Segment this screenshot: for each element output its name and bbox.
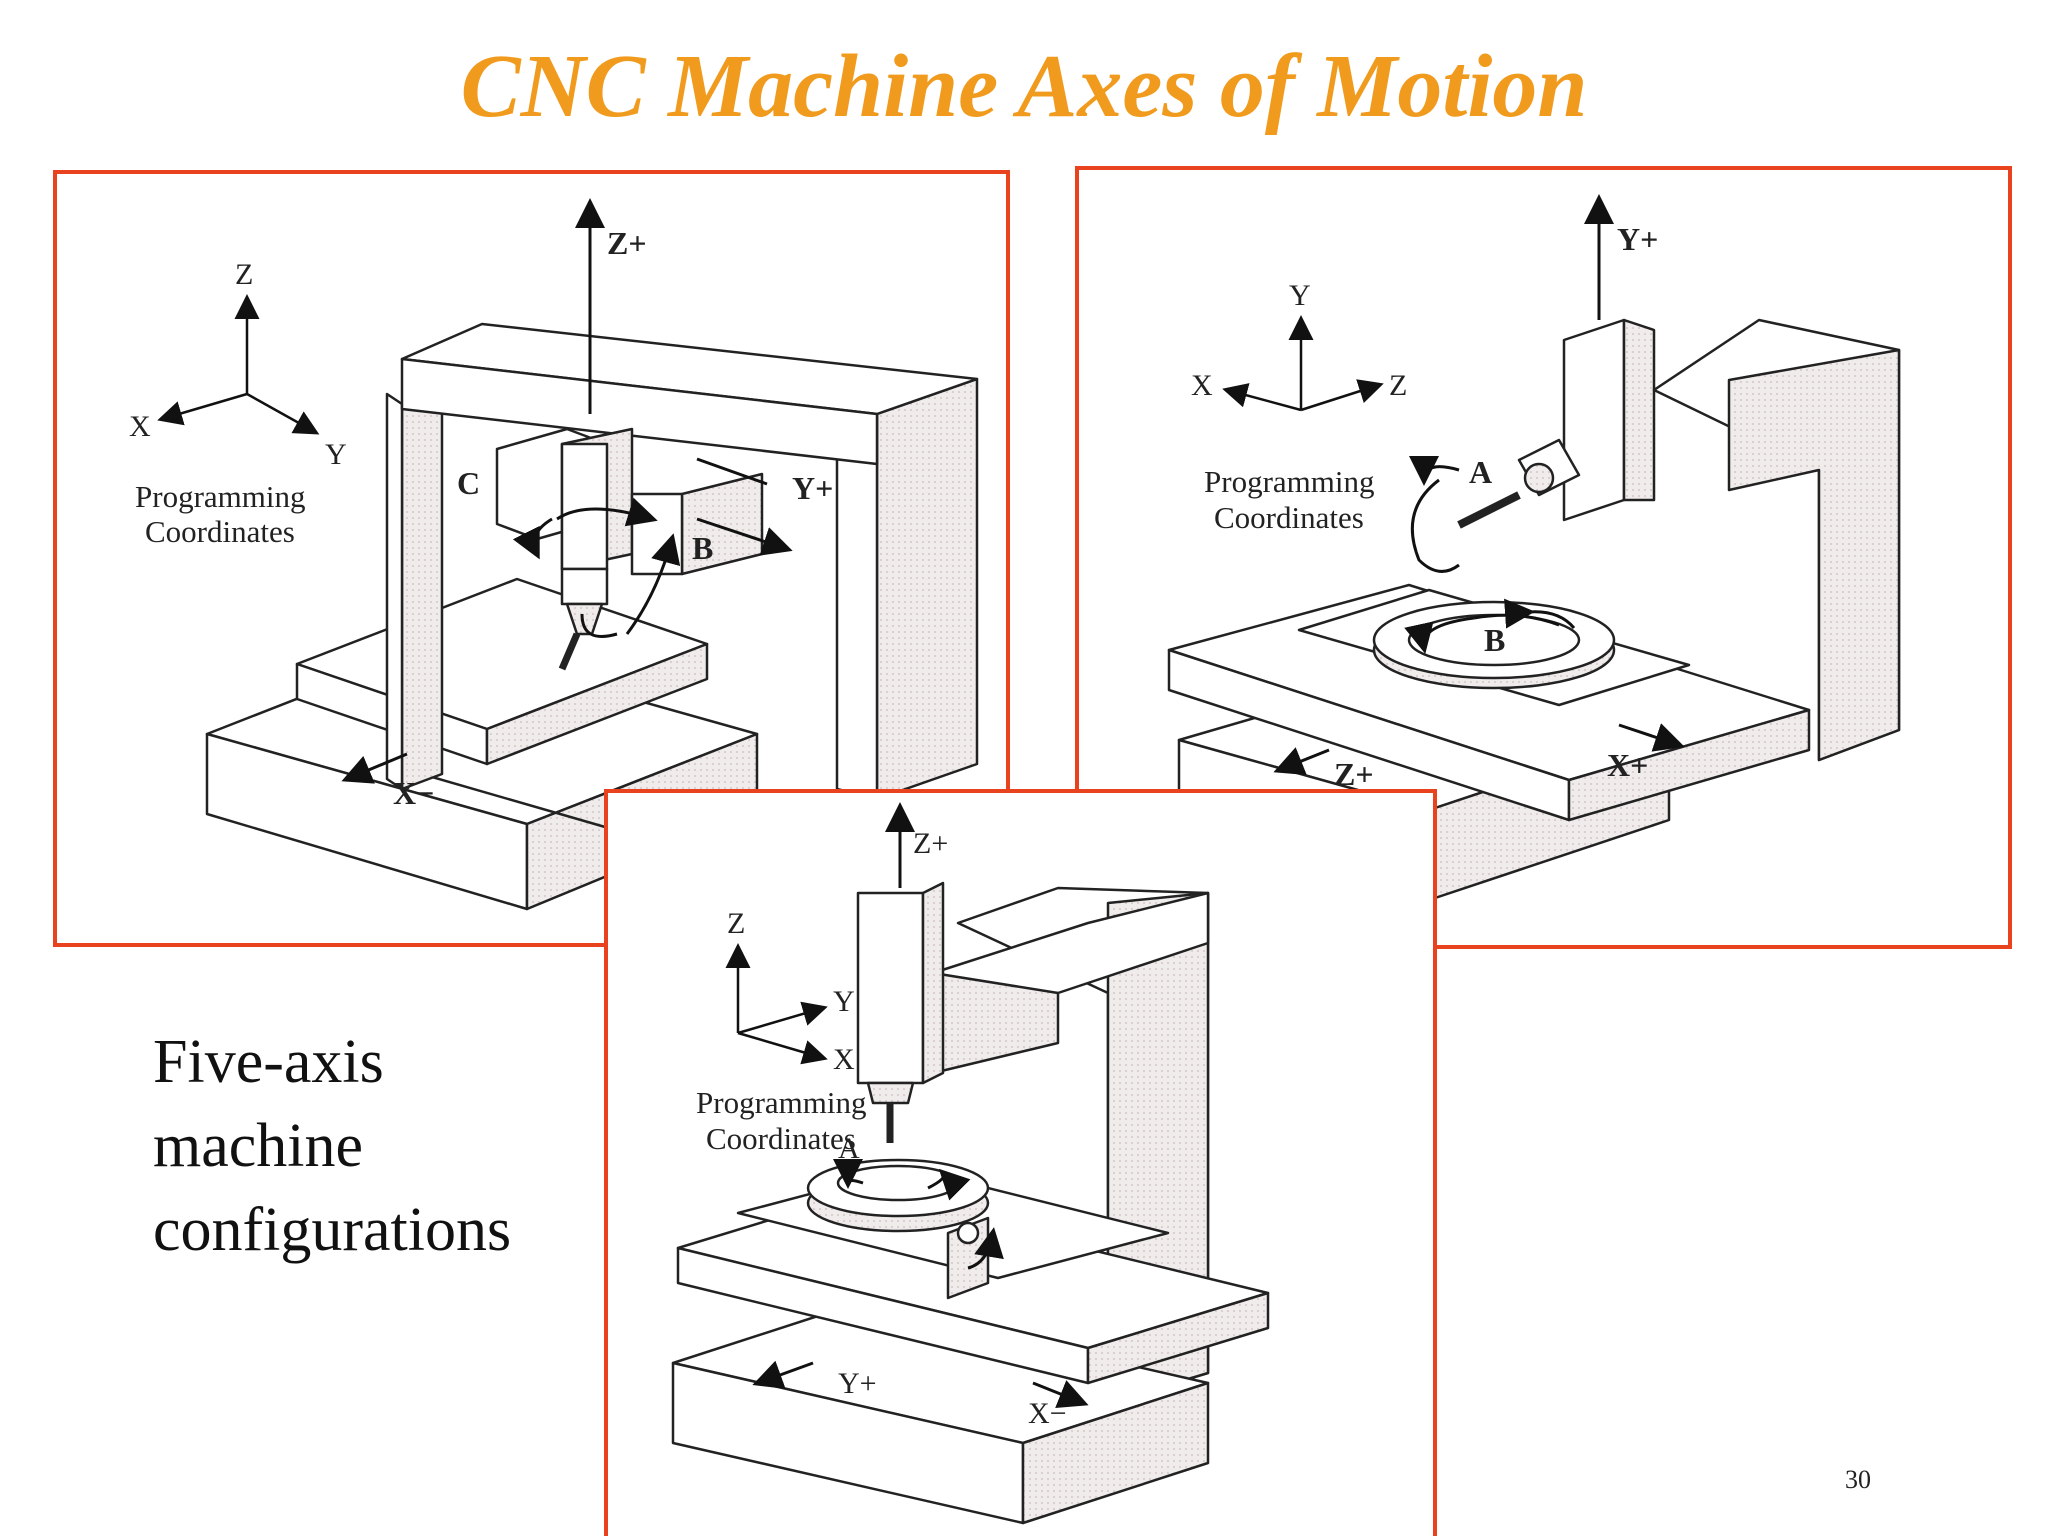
- coord-caption-line1: Programming: [1204, 464, 1375, 499]
- vertical-machine-diagram: Z Y X Programming Coordinates Z+ A Y+ X−: [604, 789, 1437, 1536]
- vertical-machine-drawing: Z Y X Programming Coordinates Z+ A Y+ X−: [671, 802, 1270, 1525]
- axis-y-plus-label: Y+: [1617, 221, 1658, 257]
- coord-z-label: Z: [235, 258, 253, 291]
- horizontal-machine-diagram: Y X Z Programming Coordinates Y+ A B Z+ …: [1075, 166, 2012, 949]
- gantry-machine-diagram: Z X Y Programming Coordinates Z+ Y+ X− C…: [53, 170, 1010, 947]
- horizontal-machine-drawing: Y X Z Programming Coordinates Y+ A B Z+ …: [1167, 194, 1901, 902]
- slide-caption: Five-axis machine configurations: [153, 1020, 633, 1272]
- coord-z-label: Z: [727, 907, 745, 940]
- caption-line: configurations: [153, 1196, 512, 1264]
- coord-z-label: Z: [1389, 369, 1407, 402]
- gantry-machine-drawing: Z X Y Programming Coordinates Z+ Y+ X− C…: [129, 198, 979, 911]
- axis-z-plus-label: Z+: [913, 827, 948, 860]
- axis-c-label: C: [457, 465, 480, 501]
- axis-z-plus-label: Z+: [1334, 756, 1374, 792]
- axis-y-plus-label: Y+: [838, 1367, 877, 1400]
- coord-x-label: X: [129, 410, 151, 443]
- caption-line: Five-axis: [153, 1028, 384, 1096]
- coord-caption-line1: Programming: [135, 479, 306, 514]
- coord-caption-line2: Coordinates: [145, 514, 295, 549]
- page-number: 30: [1845, 1465, 1871, 1494]
- coord-x-label: X: [1191, 369, 1213, 402]
- coord-y-label: Y: [833, 985, 855, 1018]
- coord-caption-line2: Coordinates: [706, 1121, 856, 1156]
- axis-x-minus-label: X−: [393, 775, 434, 811]
- axis-a-label: A: [838, 1132, 860, 1165]
- axis-b-label: B: [692, 530, 713, 566]
- axis-x-plus-label: X+: [1607, 747, 1648, 783]
- axis-b-label: B: [1484, 622, 1505, 658]
- axis-z-plus-label: Z+: [607, 225, 647, 261]
- coord-caption-line1: Programming: [696, 1085, 867, 1120]
- axis-x-minus-label: X−: [1028, 1397, 1067, 1430]
- caption-line: machine: [153, 1112, 364, 1180]
- coord-y-label: Y: [1289, 279, 1311, 312]
- coord-y-label: Y: [325, 438, 347, 471]
- coord-x-label: X: [833, 1043, 855, 1076]
- slide-title: CNC Machine Axes of Motion: [460, 37, 1588, 136]
- coord-caption-line2: Coordinates: [1214, 500, 1364, 535]
- axis-y-plus-label: Y+: [792, 470, 833, 506]
- axis-a-label: A: [1469, 454, 1492, 490]
